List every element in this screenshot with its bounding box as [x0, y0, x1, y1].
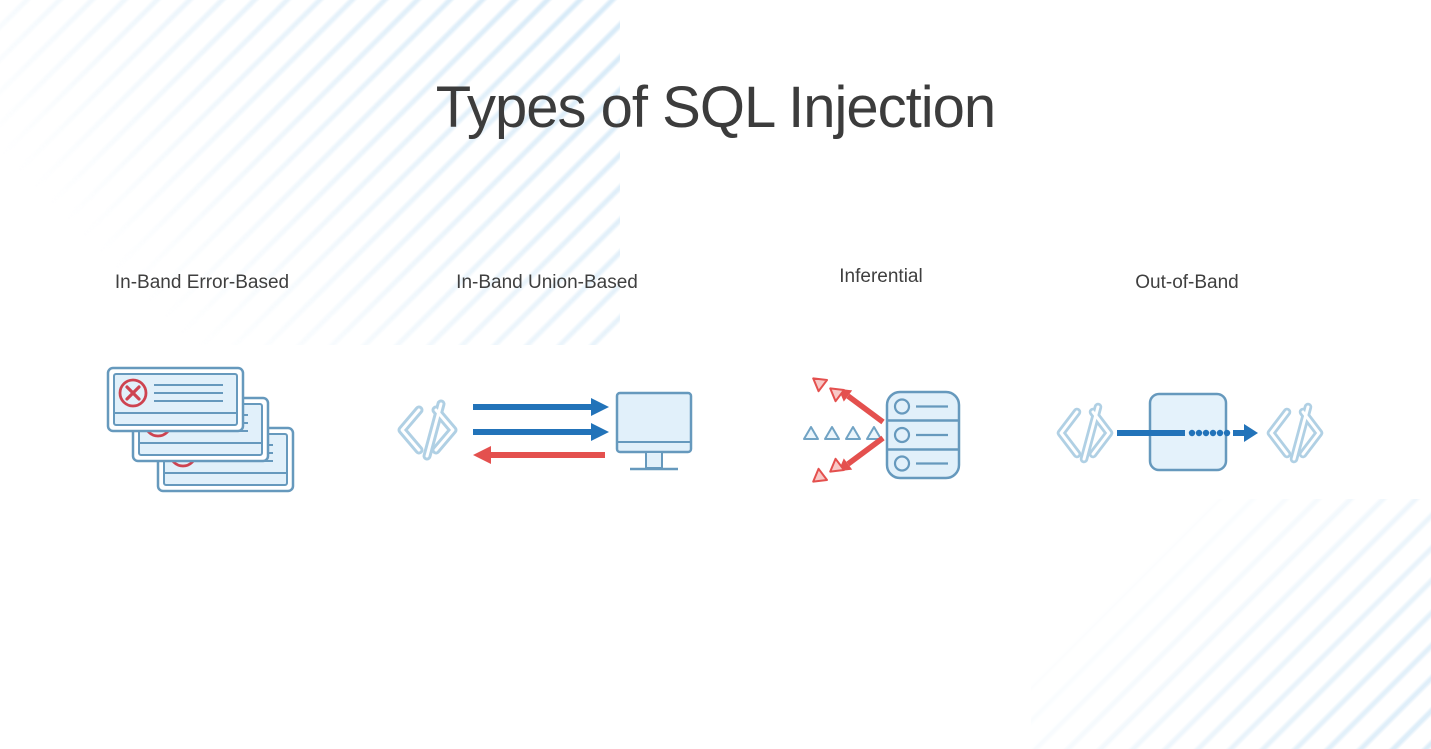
- error-dialog-stack-icon: [106, 366, 295, 493]
- database-server-icon: [885, 390, 961, 480]
- code-icon: [1266, 402, 1324, 464]
- page-title: Types of SQL Injection: [435, 75, 996, 140]
- code-to-monitor-arrows-icon: [397, 391, 693, 471]
- type-label-in-band-union-based: In-Band Union-Based: [456, 272, 638, 293]
- request-arrow-icon: [473, 423, 609, 441]
- decorative-stripes-bottom-right: [1031, 499, 1431, 749]
- request-arrow-icon: [473, 398, 609, 416]
- deflected-response-arrow-icon: [838, 388, 885, 425]
- database-inference-icon: [803, 377, 961, 483]
- deflected-response-arrow-icon: [838, 435, 885, 472]
- type-label-inferential: Inferential: [839, 266, 923, 287]
- code-through-box-icon: [1056, 392, 1324, 472]
- code-icon: [397, 399, 458, 461]
- response-arrow-icon: [473, 446, 605, 464]
- monitor-icon: [615, 391, 693, 471]
- leaked-data-triangles-icon: [812, 377, 846, 483]
- payload-triangles-icon: [803, 426, 882, 440]
- type-label-in-band-error-based: In-Band Error-Based: [114, 272, 290, 293]
- type-label-out-of-band: Out-of-Band: [1135, 272, 1239, 293]
- box-passthrough-arrow-icon: [1117, 424, 1258, 442]
- error-dialog-front: [106, 366, 245, 433]
- code-icon: [1056, 402, 1114, 464]
